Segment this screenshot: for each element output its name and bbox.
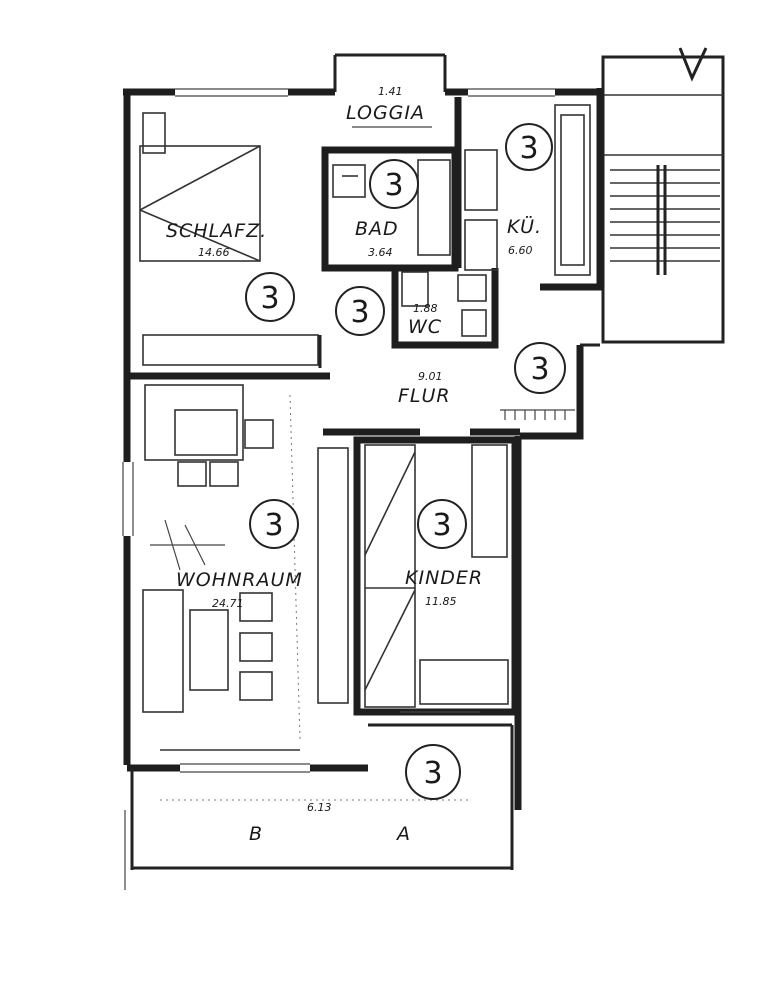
- balcony-label-b: B: [249, 823, 263, 845]
- flur-area: 9.01: [418, 370, 443, 383]
- wc-area: 1.88: [413, 302, 438, 315]
- kueche-area: 6.60: [508, 244, 533, 257]
- marker-number: 3: [384, 168, 403, 203]
- wohnraum-area: 24.71: [212, 597, 244, 610]
- marker-circle: [249, 499, 299, 549]
- marker-number: 3: [423, 756, 442, 791]
- kinder: [353, 436, 519, 716]
- flur: [323, 343, 600, 436]
- marker-circle: [505, 123, 553, 171]
- balcony: [124, 723, 514, 890]
- marker-circle: [405, 744, 461, 800]
- marker-circle: [335, 286, 385, 336]
- wc: [391, 268, 499, 349]
- loggia-name: LOGGIA: [346, 102, 425, 124]
- flur-name: FLUR: [398, 385, 451, 407]
- marker-kinder: 3: [417, 499, 467, 549]
- balcony-label-a: A: [395, 823, 411, 845]
- marker-circle: [417, 499, 467, 549]
- schlafzimmer-area: 14.66: [198, 246, 230, 259]
- marker-flur: 3: [514, 342, 566, 394]
- wohnraum-name: WOHNRAUM: [176, 569, 303, 591]
- marker-number: 3: [519, 131, 538, 166]
- marker-number: 3: [350, 295, 369, 330]
- balkon-area: 6.13: [307, 801, 332, 814]
- staircase: [601, 47, 725, 344]
- schlafzimmer: [127, 112, 330, 380]
- wohnraum: [142, 384, 349, 751]
- marker-number: 3: [530, 352, 549, 387]
- loggia-area: 1.41: [378, 85, 403, 98]
- marker-bad: 3: [369, 159, 419, 209]
- kueche: [454, 97, 591, 276]
- exterior-walls: [122, 88, 604, 810]
- marker-schlafzimmer: 3: [245, 272, 295, 322]
- marker-wohnraum: 3: [249, 499, 299, 549]
- wc-name: WC: [408, 316, 442, 338]
- loggia: [333, 53, 447, 128]
- bad-name: BAD: [355, 218, 399, 240]
- kinder-name: KINDER: [405, 567, 483, 589]
- marker-number: 3: [264, 508, 283, 543]
- marker-circle: [369, 159, 419, 209]
- kinder-area: 11.85: [425, 595, 457, 608]
- marker-circle: [245, 272, 295, 322]
- marker-loggia-kueche: 3: [505, 123, 553, 171]
- marker-wc: 3: [335, 286, 385, 336]
- marker-number: 3: [432, 508, 451, 543]
- marker-number: 3: [260, 281, 279, 316]
- bad-area: 3.64: [368, 246, 393, 259]
- marker-circle: [514, 342, 566, 394]
- schlafzimmer-name: SCHLAFZ.: [166, 220, 267, 242]
- kueche-name: KÜ.: [507, 215, 542, 238]
- marker-balkon: 3: [405, 744, 461, 800]
